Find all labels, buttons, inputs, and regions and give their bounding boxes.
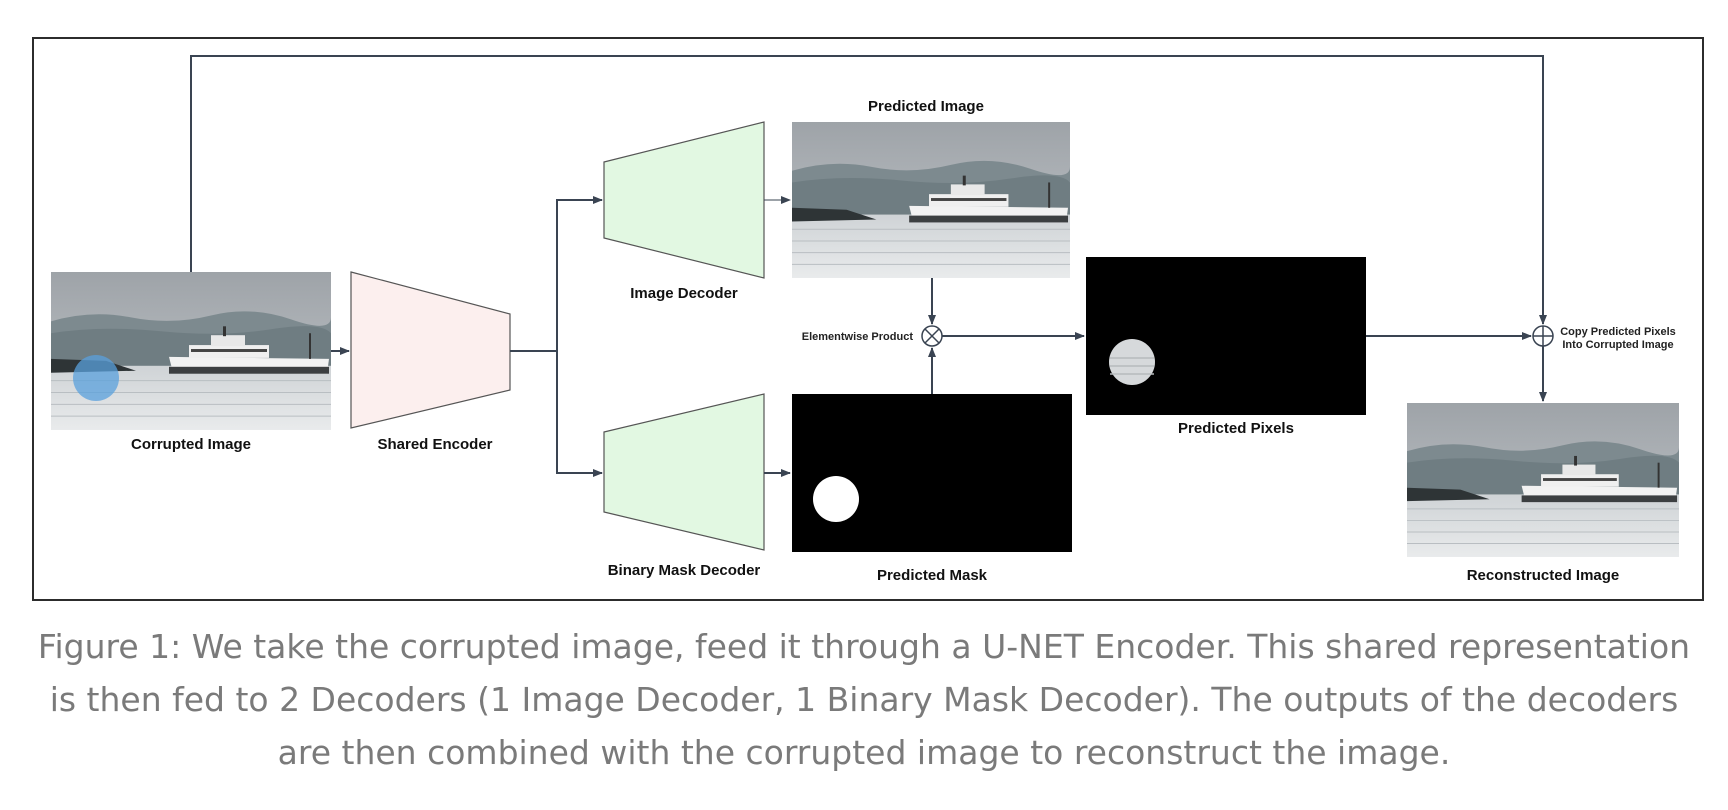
corrupted-image <box>51 272 331 430</box>
sum-node-icon <box>1532 325 1554 347</box>
arrow-to-mask-decoder <box>556 351 603 477</box>
elementwise-product-label: Elementwise Product <box>802 331 914 343</box>
pipeline-diagram: Corrupted Image Shared Encoder Image Dec… <box>32 37 1704 601</box>
shared-encoder-label: Shared Encoder <box>377 436 492 453</box>
corruption-mask-circle <box>73 355 119 401</box>
multiply-node-icon <box>921 325 943 347</box>
image-decoder-label: Image Decoder <box>630 285 738 302</box>
figure-caption: Figure 1: We take the corrupted image, f… <box>37 627 1691 772</box>
reconstructed-image-label: Reconstructed Image <box>1467 567 1620 584</box>
predicted-pixels-label: Predicted Pixels <box>1178 420 1294 437</box>
predicted-image <box>792 122 1070 278</box>
reconstructed-image <box>1407 403 1679 557</box>
predicted-mask <box>792 394 1072 552</box>
binary-mask-decoder-block <box>603 393 765 551</box>
predicted-image-label: Predicted Image <box>868 98 984 115</box>
binary-mask-decoder-label: Binary Mask Decoder <box>608 562 761 579</box>
predicted-pixels <box>1086 257 1366 415</box>
predicted-pixels-patch <box>1109 339 1155 385</box>
copy-pixels-label-line1: Copy Predicted Pixels <box>1560 326 1676 338</box>
predicted-mask-circle <box>813 476 859 522</box>
shared-encoder-block <box>350 271 511 429</box>
arrow-skip-connection <box>190 55 1547 325</box>
copy-pixels-label-line2: Into Corrupted Image <box>1562 339 1673 351</box>
arrow-to-image-decoder <box>556 196 603 351</box>
predicted-mask-label: Predicted Mask <box>877 567 988 584</box>
image-decoder-block <box>603 121 765 279</box>
corrupted-image-label: Corrupted Image <box>131 436 251 453</box>
